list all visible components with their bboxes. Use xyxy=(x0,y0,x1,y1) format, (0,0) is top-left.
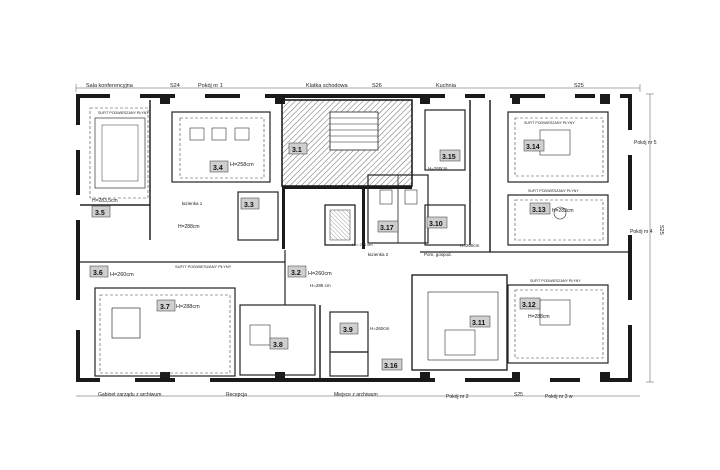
label-pokoj5: Pokój nr 5 xyxy=(634,140,657,146)
room-number: 3.10 xyxy=(429,221,443,228)
label-s26: S26 xyxy=(372,83,382,89)
label-pokoj1: Pokój nr 1 xyxy=(198,83,223,89)
room-number: 3.7 xyxy=(160,304,170,311)
label-klatka: Klatka schodowa xyxy=(306,83,349,89)
room-number: 3.14 xyxy=(526,144,540,151)
room-number: 3.2 xyxy=(291,270,301,277)
label-miejsce: Miejsce z archiwum xyxy=(334,392,378,398)
height-note: H=283cm xyxy=(552,208,574,214)
room-number: 3.13 xyxy=(532,207,546,214)
label-s25: S25 xyxy=(574,83,584,89)
ceiling-note: SUFIT PODWIESZANY PŁYNY xyxy=(175,264,232,269)
height-note: H = 270 cm xyxy=(352,242,373,247)
utility-label: Pom. gospod. xyxy=(424,252,452,257)
ceiling-note: SUFIT PODWIESZANY PŁYNY xyxy=(524,121,575,125)
room-number: 3.3 xyxy=(244,202,254,209)
height-note: H=288cm xyxy=(176,304,200,310)
height-note: H=260cm xyxy=(370,326,390,331)
room-number: 3.9 xyxy=(343,327,353,334)
label-pokoj3: Pokój nr 3 w xyxy=(545,394,573,400)
outer-walls xyxy=(76,94,632,382)
label-s25-bottom: S25 xyxy=(514,392,523,398)
height-note: H=258cm xyxy=(230,162,254,168)
room-number: 3.15 xyxy=(442,154,456,161)
room-number: 3.8 xyxy=(273,342,283,349)
bottom-labels: Gabinet zarządu z archiwum Recepcja Miej… xyxy=(98,392,573,400)
height-note: H=288cm xyxy=(178,224,200,230)
height-note: H=283,5cm xyxy=(92,198,118,204)
label-pokoj4: Pokój nr 4 xyxy=(630,229,653,235)
room-number: 3.1 xyxy=(292,147,302,154)
ceiling-note: SUFIT PODWIESZANY PŁYNY xyxy=(98,111,149,115)
room-annotations: SUFIT PODWIESZANY PŁYNY H=283,5cm H=258c… xyxy=(92,111,581,331)
room-number: 3.16 xyxy=(384,363,398,370)
height-note: H=260cm xyxy=(460,243,480,248)
room-number: 3.5 xyxy=(95,210,105,217)
label-sala: Sala konferencyjna xyxy=(86,83,134,89)
side-labels: Pokój nr 5 Pokój nr 4 S25 xyxy=(630,140,664,235)
furniture xyxy=(94,117,571,356)
height-note: H=260cm xyxy=(428,166,448,171)
top-labels: Sala konferencyjna S24 Pokój nr 1 Klatka… xyxy=(86,83,584,89)
height-note: H=285 cm xyxy=(310,283,331,288)
label-s24: S24 xyxy=(170,83,180,89)
label-gabinet: Gabinet zarządu z archiwum xyxy=(98,392,161,398)
height-note: H=260cm xyxy=(110,272,134,278)
height-note: H=260cm xyxy=(308,271,332,277)
stair-area-note: S1=∆ 172,5 cm xyxy=(326,184,357,189)
room-number: 3.11 xyxy=(472,320,485,327)
interior-walls xyxy=(80,100,628,378)
room-tags: 3.1 3.2 3.3 3.4 3.5 3.6 3.7 3.8 3.9 3.10… xyxy=(89,139,551,371)
room-number: 3.12 xyxy=(522,302,536,309)
room-number: 3.6 xyxy=(93,270,103,277)
room-number: 3.4 xyxy=(213,165,223,172)
label-s25-side: S25 xyxy=(658,225,664,235)
ceiling-note: SUFIT PODWIESZANY PŁYNY xyxy=(528,189,579,193)
room-number: 3.17 xyxy=(380,225,394,232)
ceiling-outlines xyxy=(89,107,604,374)
label-kuchnia: Kuchnia xyxy=(436,83,457,89)
bathroom-label: łazienka 1 xyxy=(182,201,203,206)
dimension-lines xyxy=(75,84,654,397)
label-recepcja: Recepcja xyxy=(226,392,247,398)
label-pokoj2: Pokój nr 2 xyxy=(446,394,469,400)
height-note: H=288cm xyxy=(528,314,550,320)
ceiling-note: SUFIT PODWIESZANY PŁYNY xyxy=(530,279,581,283)
bathroom-label: łazienka 2 xyxy=(368,252,389,257)
